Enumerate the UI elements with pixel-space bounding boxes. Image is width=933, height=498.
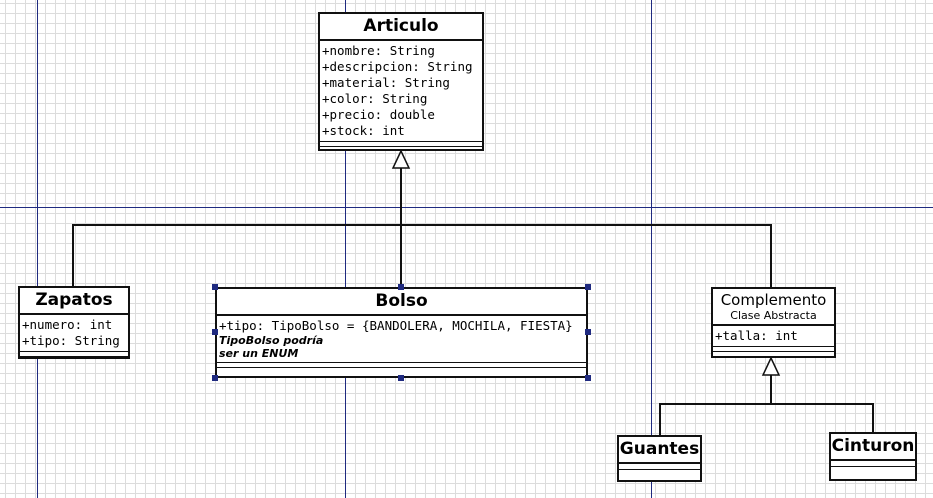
class-complemento[interactable]: Complemento Clase Abstracta +talla: int	[711, 287, 836, 358]
guide-line-vertical	[651, 0, 652, 498]
selection-handle[interactable]	[585, 329, 591, 335]
generalization-arrowhead-articulo	[391, 149, 411, 169]
class-zapatos-operations	[20, 352, 128, 357]
attribute-row: +numero: int	[22, 317, 113, 332]
class-guantes-operations	[619, 470, 700, 474]
attribute-row: +tipo: TipoBolso = {BANDOLERA, MOCHILA, …	[219, 318, 573, 333]
class-articulo-operations	[320, 142, 482, 147]
class-bolso-operations	[217, 363, 586, 368]
attribute-row: +precio: double	[322, 107, 435, 122]
class-bolso-attributes: +tipo: TipoBolso = {BANDOLERA, MOCHILA, …	[217, 316, 586, 363]
class-cinturon-name: Cinturon	[831, 434, 915, 461]
selection-handle[interactable]	[212, 284, 218, 290]
class-guantes[interactable]: Guantes	[617, 435, 702, 482]
class-cinturon[interactable]: Cinturon	[829, 432, 917, 481]
class-bolso-note: TipoBolso podría	[219, 334, 324, 347]
articulo-bus-connector	[72, 224, 772, 287]
class-articulo-attributes: +nombre: String +descripcion: String +ma…	[320, 41, 482, 142]
selection-handle[interactable]	[398, 284, 404, 290]
attribute-row: +talla: int	[715, 328, 798, 343]
attribute-row: +stock: int	[322, 123, 405, 138]
class-cinturon-attributes	[831, 461, 915, 467]
class-zapatos-name: Zapatos	[20, 288, 128, 315]
class-articulo[interactable]: Articulo +nombre: String +descripcion: S…	[318, 12, 484, 151]
attribute-row: +tipo: String	[22, 333, 120, 348]
class-bolso-name: Bolso	[217, 289, 586, 316]
class-complemento-attributes: +talla: int	[713, 326, 834, 347]
selection-handle[interactable]	[212, 375, 218, 381]
selection-handle[interactable]	[212, 329, 218, 335]
class-complemento-name: Complemento	[720, 291, 827, 309]
complemento-bus-connector	[659, 403, 874, 436]
class-bolso[interactable]: Bolso +tipo: TipoBolso = {BANDOLERA, MOC…	[215, 287, 588, 378]
guide-line-vertical	[345, 0, 346, 498]
selection-handle[interactable]	[585, 284, 591, 290]
generalization-arrowhead-complemento	[761, 356, 781, 376]
guide-line-horizontal	[0, 207, 933, 208]
guide-line-vertical	[37, 0, 38, 498]
selection-handle[interactable]	[398, 375, 404, 381]
attribute-row: +color: String	[322, 91, 428, 106]
class-cinturon-operations	[831, 467, 915, 471]
class-guantes-name: Guantes	[619, 437, 700, 464]
class-bolso-note: ser un ENUM	[219, 347, 299, 360]
class-zapatos[interactable]: Zapatos +numero: int +tipo: String	[18, 286, 130, 359]
class-complemento-operations	[713, 347, 834, 352]
class-articulo-name: Articulo	[320, 14, 482, 41]
attribute-row: +nombre: String	[322, 43, 435, 58]
class-complemento-header: Complemento Clase Abstracta	[713, 289, 834, 326]
attribute-row: +descripcion: String	[322, 59, 473, 74]
class-complemento-stereotype: Clase Abstracta	[730, 309, 817, 322]
attribute-row: +material: String	[322, 75, 450, 90]
class-zapatos-attributes: +numero: int +tipo: String	[20, 315, 128, 352]
selection-handle[interactable]	[585, 375, 591, 381]
class-guantes-attributes	[619, 464, 700, 470]
